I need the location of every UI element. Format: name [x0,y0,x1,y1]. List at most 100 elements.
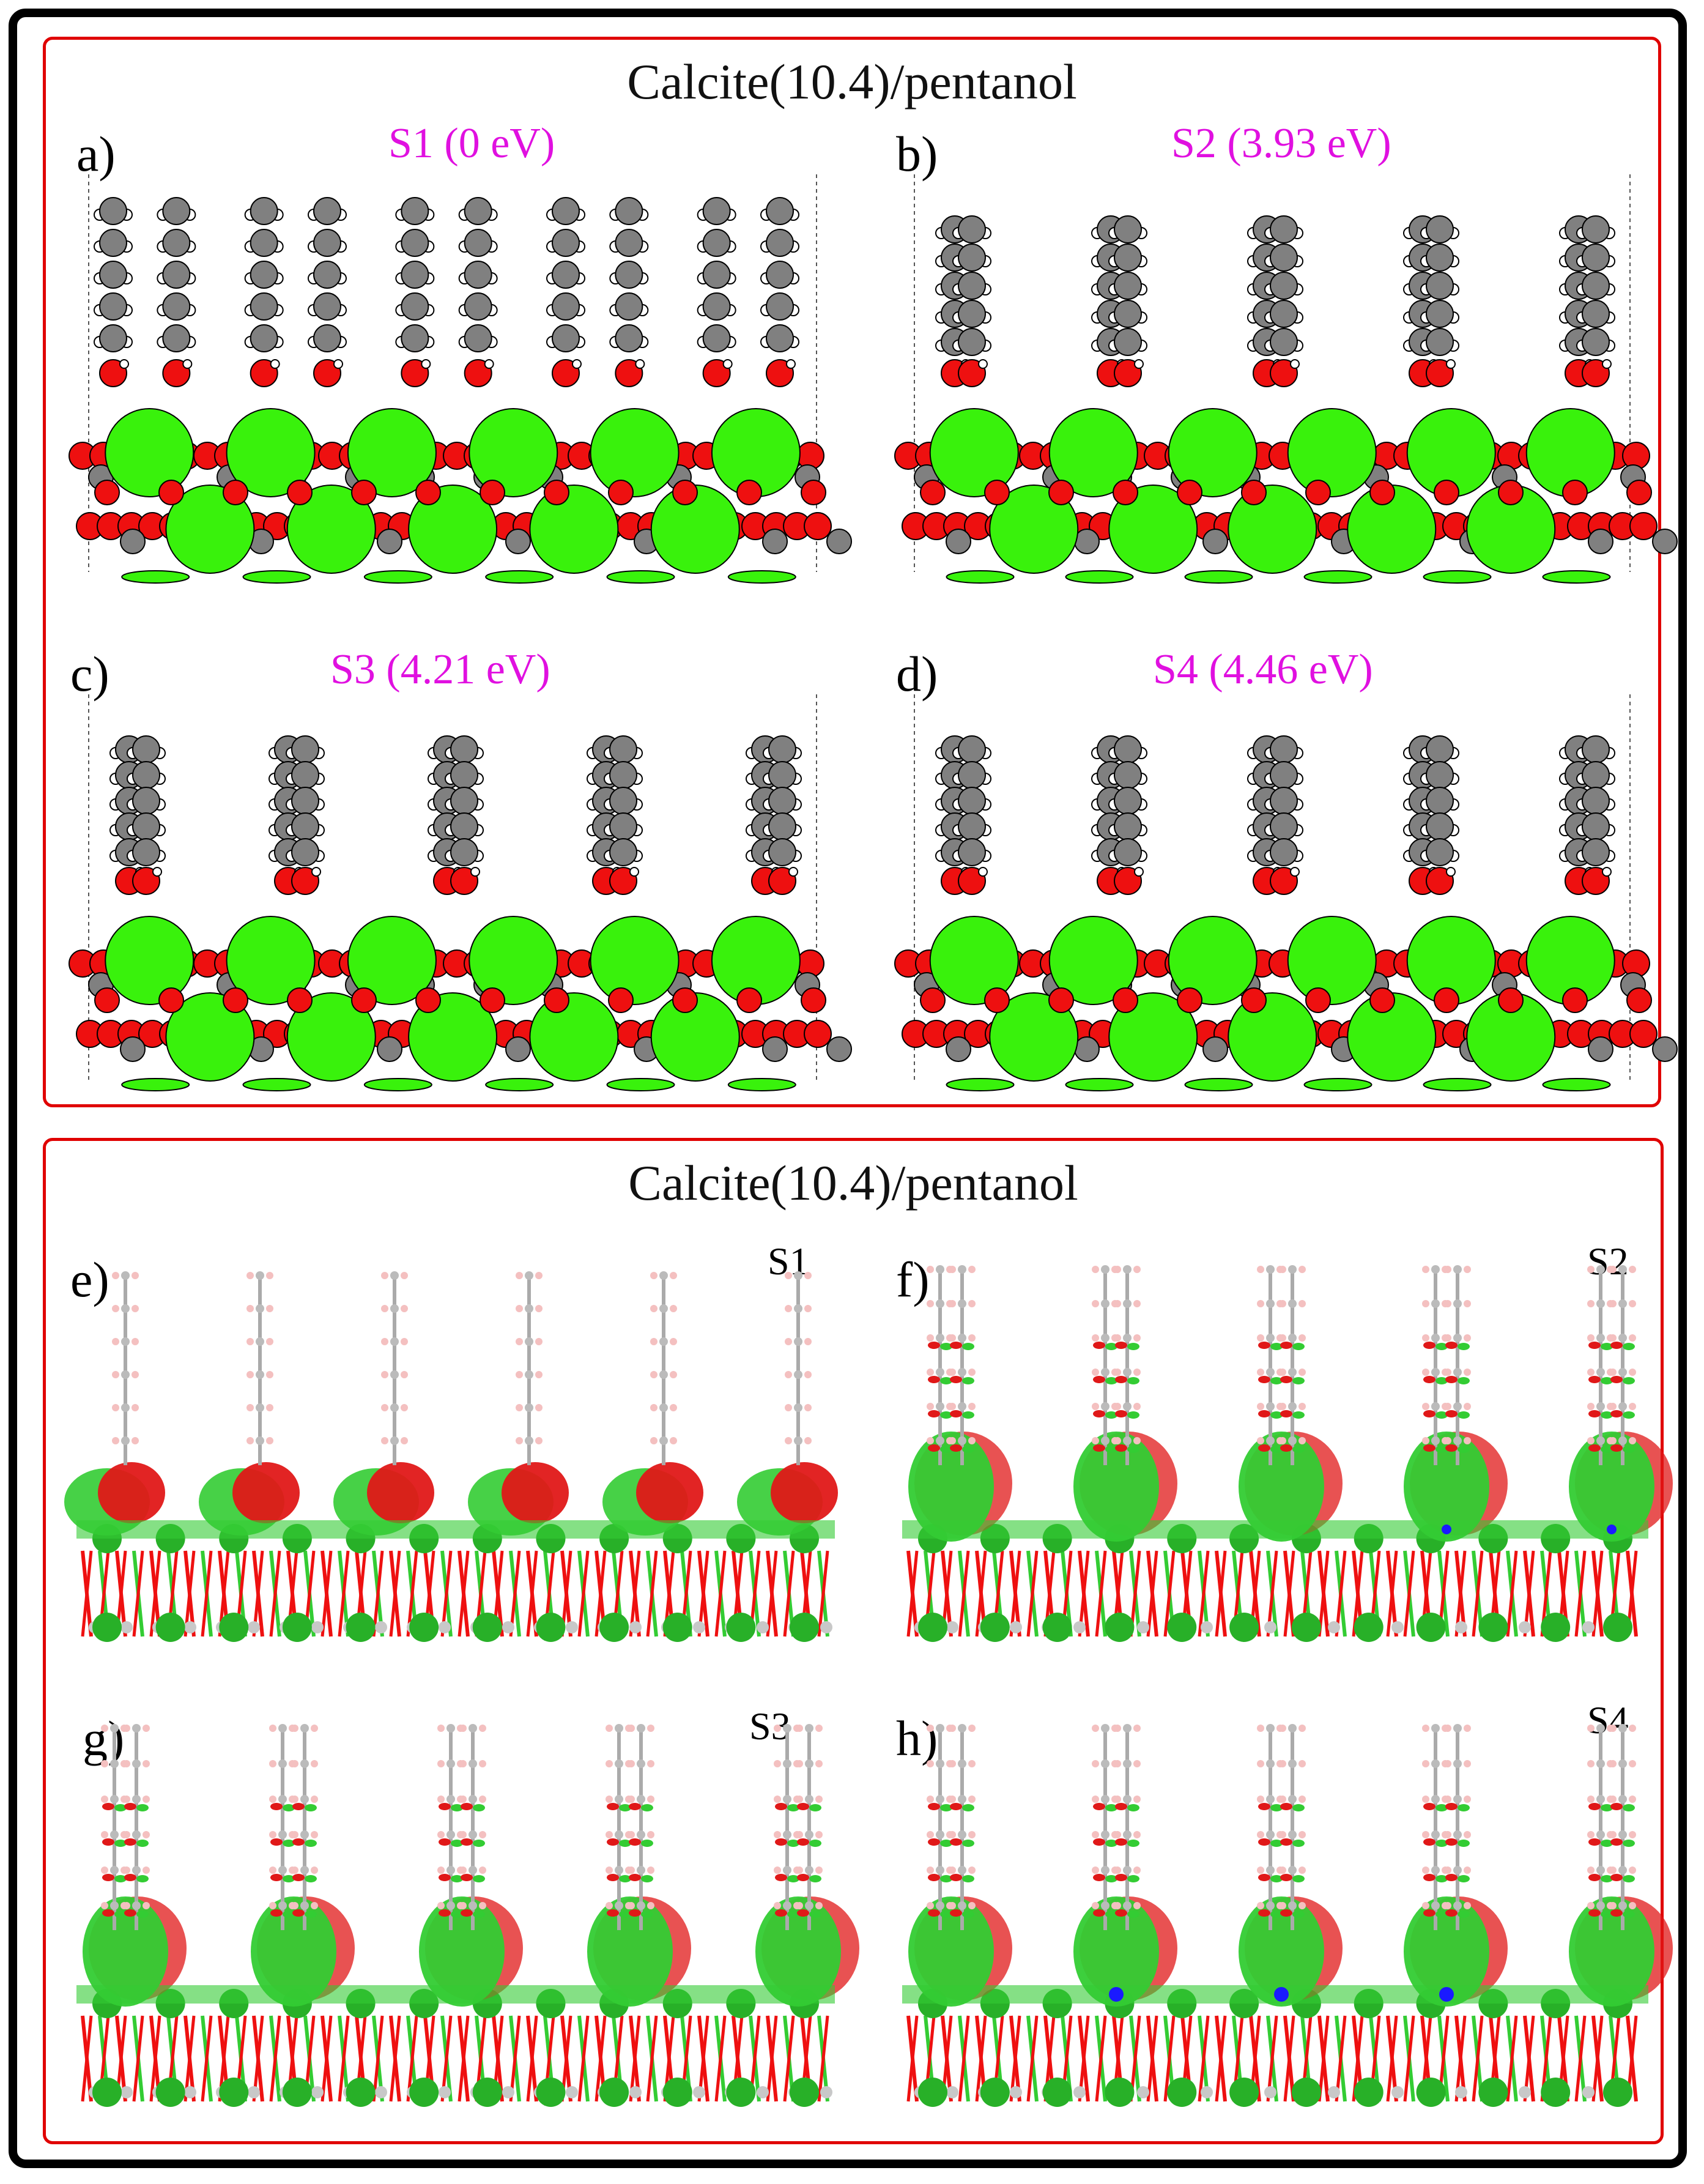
hydrogen-atom [1257,1760,1264,1767]
carbon-atom [132,838,160,866]
carbon-atom [450,787,478,815]
carbon-atom [439,2086,451,2098]
oxygen-atom [162,359,191,387]
hydrogen-atom [606,1866,613,1874]
carbon-atom [1618,1402,1627,1411]
carbon-atom [390,1370,399,1379]
oxygen-atom [608,480,634,505]
slab-lattice [906,1989,1638,2107]
hydrogen-atom [1298,1902,1306,1909]
carbon-atom [1010,1621,1022,1633]
carbon-atom [439,1621,451,1633]
hydrogen-atom [516,1404,523,1411]
accumulation-lobe [908,1896,994,2007]
carbon-atom [99,292,127,321]
calcium-atom [1048,408,1138,497]
accumulation-lobe [809,1804,821,1811]
calcium-atom [121,1078,190,1091]
carbon-atom [1453,1299,1462,1308]
calcium-atom [929,916,1019,1005]
bond [372,2015,384,2102]
accumulation-lobe [1404,1896,1489,2007]
oxygen-atom [223,480,248,505]
carbon-atom [609,812,637,841]
carbon-atom [552,292,580,321]
carbon-atom [1266,1759,1275,1768]
hydrogen-atom [1279,1866,1286,1874]
hydrogen-atom [804,1338,812,1345]
hydrogen-atom [927,1266,934,1273]
carbon-atom [637,1901,645,1910]
depletion-lobe [1115,1444,1127,1452]
calcium-atom [529,485,619,574]
hydrogen-atom [459,1796,467,1803]
hydrogen-atom [949,1725,956,1732]
carbon-atom [659,1436,668,1445]
carbon-atom [1618,1299,1627,1308]
carbon-atom [469,1901,477,1910]
carbon-atom [525,1304,533,1313]
hydrogen-atom [1279,1831,1286,1838]
hydrogen-atom [1257,1300,1264,1307]
hydrogen-atom [1609,1831,1617,1838]
carbon-atom [1137,2086,1149,2098]
bond [1198,1550,1210,1637]
carbon-atom [783,1901,791,1910]
hydrogen-atom [774,1725,781,1732]
hydrogen-atom [246,1338,254,1345]
pentanol-molecule [1420,735,1459,895]
carbon-atom [1101,1402,1109,1411]
bond [406,2015,418,2102]
carbon-atom [1582,838,1610,866]
surface-density [76,1985,835,2004]
hydrogen-atom [535,1404,543,1411]
hydrogen-atom [470,867,480,877]
hydrogen-atom [112,1371,119,1378]
carbon-atom [1288,1901,1297,1910]
hydrogen-atom [269,1760,276,1767]
blue-marker [1109,1987,1124,2002]
hydrogen-atom [1133,1866,1141,1874]
pentanol-molecule [697,197,736,387]
oxygen-atom [1305,480,1331,505]
carbon-atom [1596,1901,1605,1910]
hydrogen-atom [1587,1866,1595,1874]
accumulation-lobe [1601,1446,1613,1453]
hydrogen-atom [785,1371,792,1378]
surface-density [902,1520,1648,1539]
hydrogen-atom [1609,1300,1617,1307]
carbon-atom [805,1866,813,1874]
calcium-atom [347,916,437,1005]
carbon-atom [1431,1795,1440,1803]
carbon-atom [291,787,319,815]
calcium-atom [219,1613,249,1642]
carbon-atom [525,1271,533,1280]
carbon-atom [278,1901,287,1910]
depletion-lobe [292,1909,305,1917]
carbon-atom [1582,812,1610,841]
accumulation-lobe [1105,1446,1117,1453]
depletion-lobe [629,1838,641,1846]
carbon-atom [958,812,986,841]
depletion-lobe [439,1803,451,1810]
bond [201,2015,213,2102]
hydrogen-atom [516,1305,523,1312]
depletion-lobe [636,1462,703,1523]
carbon-atom [958,1724,966,1733]
calcium-atom [726,1613,756,1642]
hydrogen-atom [1587,1266,1595,1273]
oxygen-atom [552,359,580,387]
hydrogen-atom [949,1796,956,1803]
hydrogen-atom [459,1902,467,1909]
hydrogen-atom [1134,359,1144,369]
hydrogen-atom [1446,359,1456,369]
carbon-atom [291,812,319,841]
accumulation-lobe [641,1804,653,1811]
carbon-atom [99,229,127,257]
calcium-atom [606,570,675,584]
hydrogen-atom [629,867,639,877]
carbon-atom [390,1337,399,1346]
carbon-atom [805,1759,813,1768]
depletion-lobe [928,1803,940,1810]
hydrogen-atom [1464,1831,1471,1838]
